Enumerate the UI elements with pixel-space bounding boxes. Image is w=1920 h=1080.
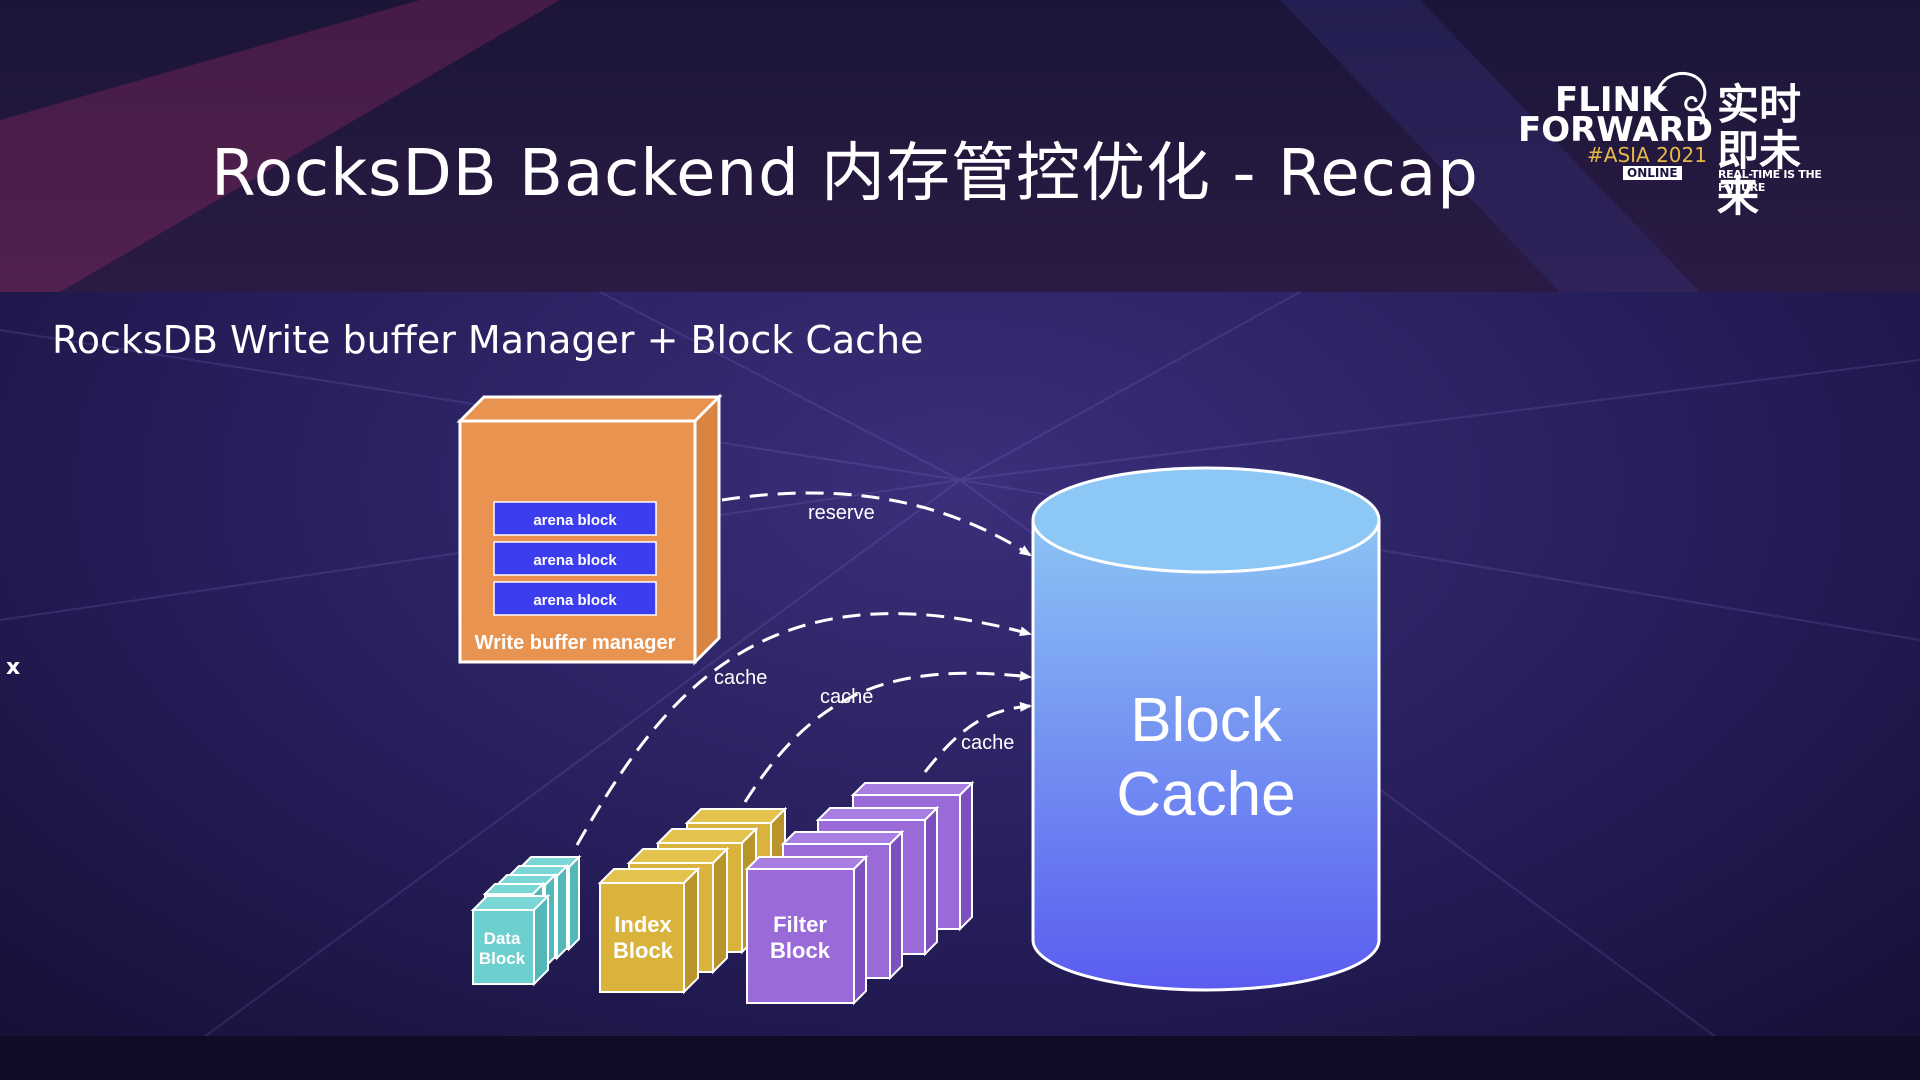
arena-block-label: arena block (533, 512, 617, 529)
index-block-label-line1: Index (614, 912, 672, 937)
filter-block-label-line1: Filter (773, 912, 827, 937)
filter-block-label-line2: Block (770, 938, 831, 963)
cache-label-filter: cache (961, 732, 1014, 754)
data-block-label-line2: Block (479, 949, 526, 968)
logo-online-badge: ONLINE (1623, 166, 1682, 180)
logo-chinese-slogan: 实时即未来 (1717, 80, 1802, 221)
side-marker: x (6, 655, 21, 680)
cache-arrow-data (575, 612, 1032, 846)
arena-block-label: arena block (533, 552, 617, 569)
index-block-label-line2: Block (613, 938, 674, 963)
logo-forward-text: FORWARD (1518, 110, 1714, 150)
reserve-label: reserve (808, 502, 875, 524)
write-buffer-manager-box: arena block arena block arena block Writ… (456, 393, 723, 666)
cache-label-index: cache (820, 686, 873, 708)
arena-block: arena block (493, 581, 657, 616)
arena-block-label: arena block (533, 592, 617, 609)
logo-tagline: REAL-TIME IS THE FUTURE (1718, 168, 1822, 194)
cache-arrow-filter (923, 701, 1032, 773)
data-block-label-line1: Data (484, 929, 521, 948)
reserve-arrow (721, 491, 1032, 557)
cache-label-data: cache (714, 667, 767, 689)
block-cache-label-line2: Cache (1116, 760, 1295, 829)
slide-title: RocksDB Backend 内存管控优化 - Recap (211, 137, 1479, 211)
flink-forward-logo: FLINK FORWARD #ASIA 2021 ONLINE 实时即未来 RE… (1515, 66, 1845, 220)
data-block-stack (470, 854, 582, 987)
arena-block: arena block (493, 501, 657, 536)
block-cache-label-line1: Block (1130, 686, 1283, 755)
filter-block-stack (744, 780, 975, 1006)
logo-edition-text: #ASIA 2021 (1587, 143, 1707, 167)
cache-arrow-index (743, 670, 1032, 803)
logo-flink-text: FLINK (1555, 80, 1668, 120)
write-buffer-manager-label: Write buffer manager (475, 632, 676, 654)
block-cache-cylinder: Block Cache (1031, 466, 1381, 992)
squirrel-icon (1655, 71, 1707, 126)
arena-block: arena block (493, 541, 657, 576)
section-subtitle: RocksDB Write buffer Manager + Block Cac… (52, 318, 924, 362)
